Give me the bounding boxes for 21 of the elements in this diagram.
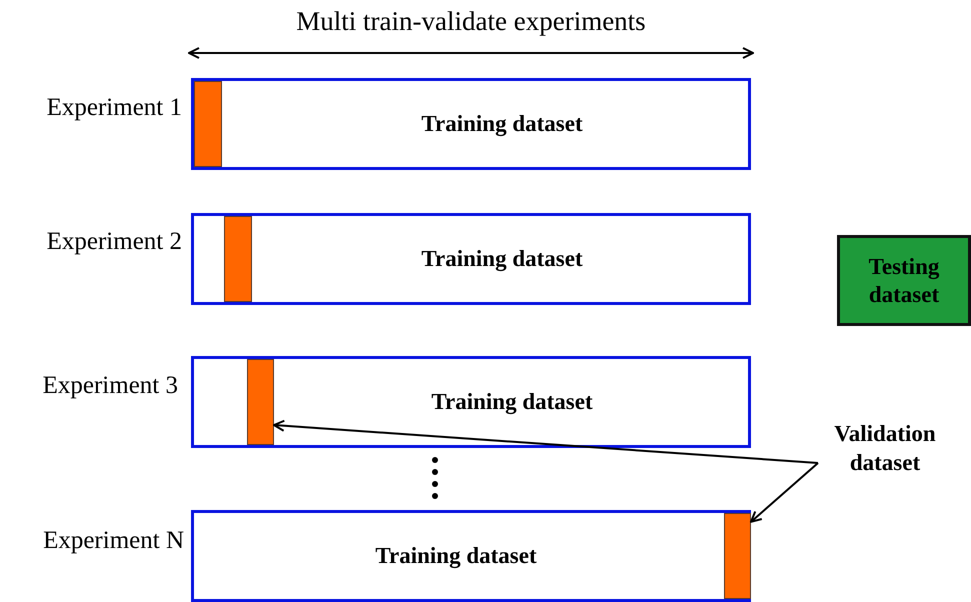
- row-label: Experiment 3: [42, 372, 178, 400]
- validation-bar: [224, 216, 252, 302]
- leader-line: [273, 420, 818, 464]
- dataset-box: [191, 510, 751, 602]
- dataset-box: [191, 213, 751, 305]
- dataset-box: [191, 356, 751, 448]
- dimension-label: Multi train-validate experiments: [295, 6, 647, 37]
- validation-bar: [194, 81, 222, 167]
- dataset-box: [191, 78, 751, 170]
- validation-bar: [247, 359, 274, 445]
- dataset-box: Testing dataset: [837, 235, 971, 326]
- row-label: Experiment 2: [46, 228, 182, 256]
- leader-line: [750, 462, 819, 523]
- row-label: Experiment 1: [46, 94, 182, 122]
- box-label: Training dataset: [421, 246, 583, 272]
- callout-label: Validation dataset: [818, 420, 952, 486]
- box-label: Training dataset: [375, 543, 537, 569]
- row-label: Experiment N: [42, 527, 184, 555]
- box-label: Training dataset: [431, 389, 593, 415]
- box-label: Training dataset: [421, 111, 583, 137]
- validation-bar: [724, 513, 751, 599]
